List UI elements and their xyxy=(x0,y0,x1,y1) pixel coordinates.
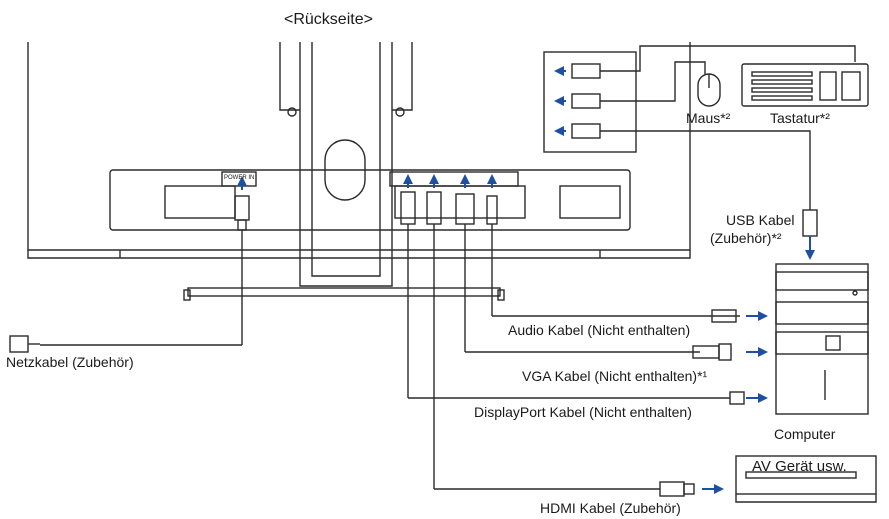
usb-hub-panel xyxy=(543,45,856,237)
power-port-label: POWER IN xyxy=(224,175,255,181)
vga-cable-label: VGA Kabel (Nicht enthalten)*¹ xyxy=(522,368,708,384)
port-panel-signal xyxy=(389,171,740,490)
computer-illustration xyxy=(775,263,869,415)
mouse-label: Maus*² xyxy=(686,110,731,126)
diagram-title: <Rückseite> xyxy=(284,11,373,28)
signal-arrows xyxy=(237,66,815,494)
monitor-back xyxy=(27,42,691,259)
mouse-illustration xyxy=(697,73,721,107)
displayport-cable-label: DisplayPort Kabel (Nicht enthalten) xyxy=(474,404,692,420)
monitor-stand xyxy=(183,42,505,301)
port-panel-power xyxy=(40,171,257,346)
power-cable-label: Netzkabel (Zubehör) xyxy=(6,354,134,370)
usb-cable-label: USB Kabel xyxy=(726,212,795,228)
usb-cable-note: (Zubehör)*² xyxy=(710,230,782,246)
cable-connectors xyxy=(9,309,745,497)
hdmi-cable-label: HDMI Kabel (Zubehör) xyxy=(540,500,681,516)
keyboard-label: Tastatur*² xyxy=(770,110,830,126)
computer-label: Computer xyxy=(774,426,836,442)
audio-cable-label: Audio Kabel (Nicht enthalten) xyxy=(508,322,691,338)
av-device-illustration xyxy=(735,455,877,503)
keyboard-illustration xyxy=(741,63,869,107)
av-device-label: AV Gerät usw. xyxy=(752,458,847,475)
